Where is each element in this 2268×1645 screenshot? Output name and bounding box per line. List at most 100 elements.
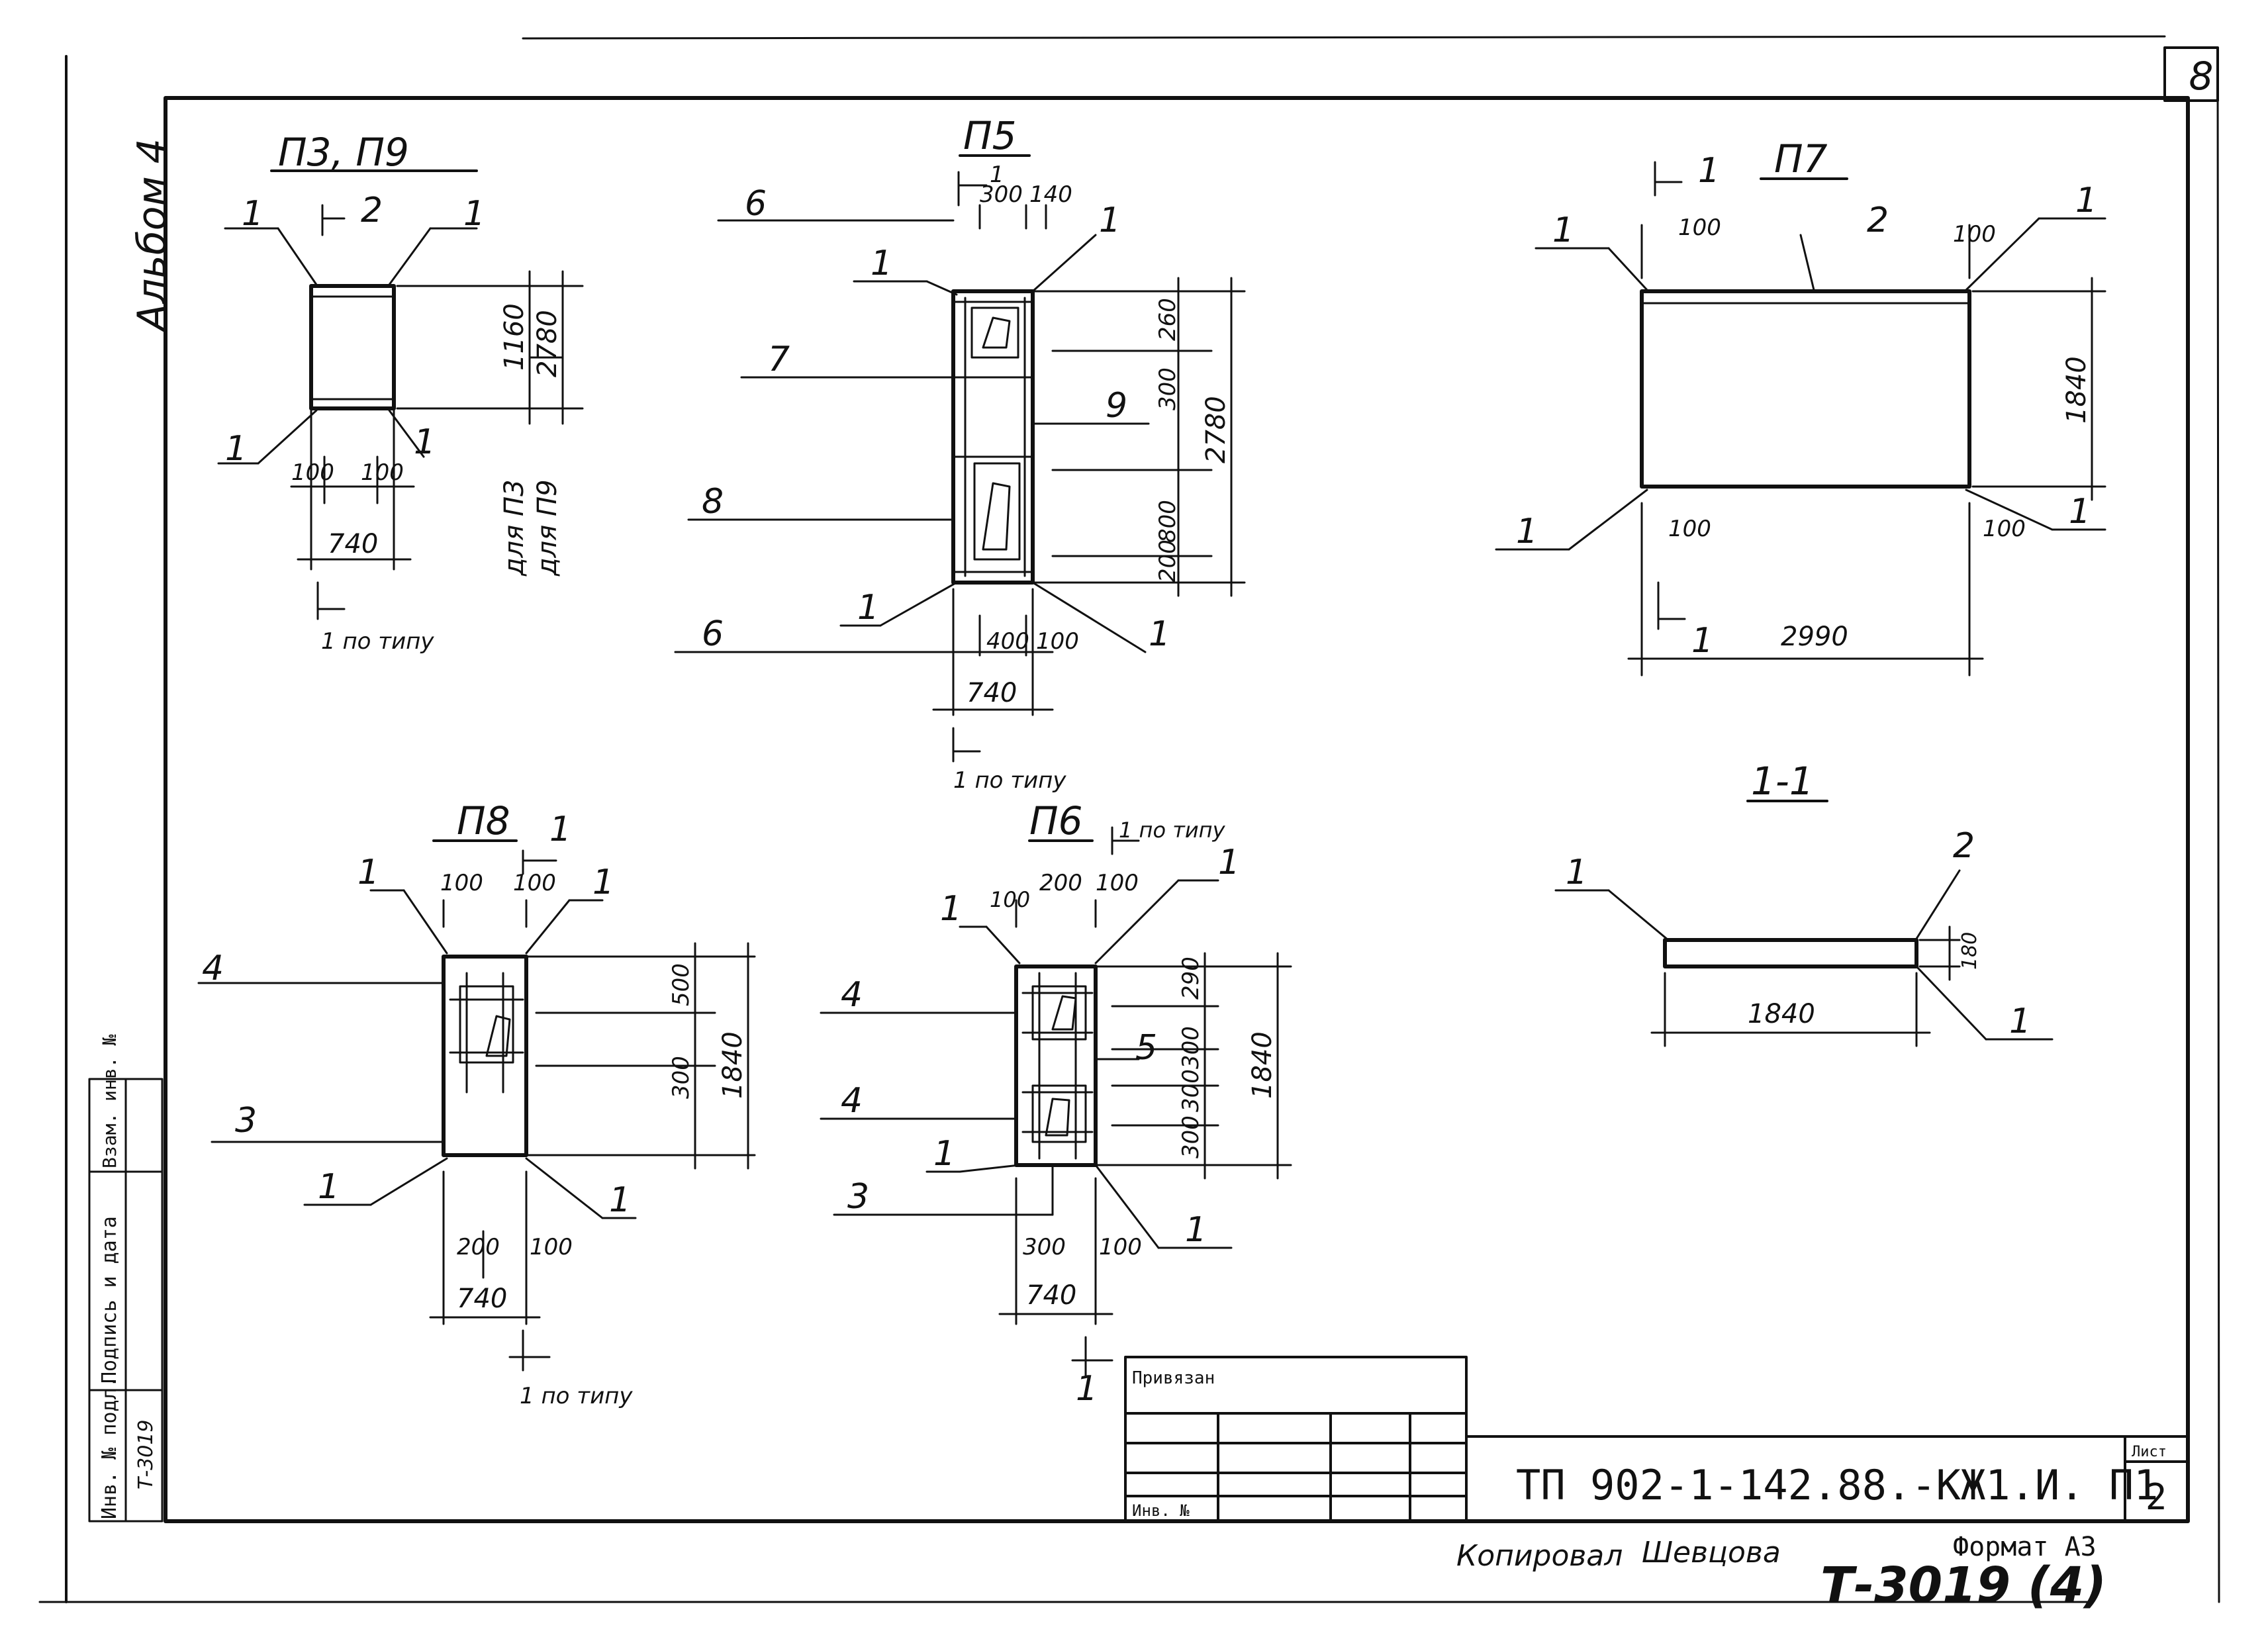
p5-mark-6-top: 6 [745, 184, 767, 224]
sec11-mark-1-left: 1 [1566, 853, 1587, 892]
p7-dim-2990: 2990 [1781, 622, 1848, 652]
p5-dim-300: 300 [1155, 367, 1181, 410]
p3p9-mark-1-left: 1 [242, 194, 263, 234]
drawing-p3-p9 [217, 169, 584, 620]
p3p9-mark-1-right: 1 [463, 194, 485, 234]
p3p9-mark-1-bl: 1 [225, 429, 247, 469]
copied-label: Копировал [1456, 1539, 1623, 1573]
p6-mark-3: 3 [847, 1177, 869, 1217]
p7-dim-100-tl: 100 [1678, 214, 1721, 241]
p3p9-dim-740: 740 [328, 529, 378, 559]
p7-mark-1-tr: 1 [2075, 181, 2097, 220]
stamp-podpis: Подпись и дата [98, 1216, 121, 1384]
p6-mark-4-bottom: 4 [841, 1081, 863, 1121]
p3p9-mark-2: 2 [361, 191, 383, 230]
p5-dim-260: 260 [1155, 298, 1181, 341]
p3p9-for-p3: для П3 [499, 479, 530, 577]
p8-mark-3: 3 [235, 1101, 257, 1141]
stamp-vzam: Взам. инв. № [99, 1035, 120, 1168]
sec11-mark-1-right: 1 [2009, 1002, 2031, 1041]
p5-mark-1-br: 1 [1149, 614, 1170, 654]
drawing-p7 [1495, 161, 2106, 677]
title-block-privyazan: Привязан [1132, 1368, 1215, 1388]
p6-mark-1-tr: 1 [1218, 843, 1240, 882]
p7-mark-1-bl: 1 [1516, 512, 1538, 551]
p5-title: П5 [963, 113, 1017, 158]
p7-dim-1840: 1840 [2061, 356, 2092, 424]
p6-dim-290: 290 [1178, 957, 1204, 1000]
p8-dim-500: 500 [668, 963, 694, 1006]
album-label: Альбом 4 [129, 138, 175, 334]
p6-dim-100-left: 100 [990, 887, 1030, 912]
p6-title: П6 [1029, 798, 1083, 843]
p8-dim-1840: 1840 [718, 1031, 748, 1099]
p6-dim-300-bottom: 300 [1023, 1234, 1066, 1260]
p8-dim-200: 200 [457, 1234, 500, 1260]
p8-mark-1-tl: 1 [357, 853, 379, 892]
p5-section: 1 по типу [953, 767, 1066, 794]
p6-dim-100-right: 100 [1096, 870, 1139, 896]
p8-dim-100-right: 100 [513, 870, 556, 896]
format-label: Формат А3 [1953, 1532, 2097, 1562]
p6-dim-300-a: 300 [1178, 1026, 1204, 1069]
p8-dim-100: 100 [530, 1234, 573, 1260]
p8-section-top: 1 [549, 810, 571, 849]
p5-mark-9: 9 [1106, 386, 1127, 426]
drawing-p6 [820, 826, 1292, 1378]
p8-mark-1-br: 1 [609, 1180, 631, 1220]
p5-section-top: 1 [990, 162, 1004, 188]
p8-dim-300: 300 [668, 1056, 694, 1099]
p6-dim-740: 740 [1026, 1280, 1076, 1311]
p6-mark-4-top: 4 [841, 975, 863, 1015]
p7-dim-100-bl: 100 [1668, 516, 1711, 542]
p8-dim-100-left: 100 [440, 870, 483, 896]
side-stamp [88, 1078, 164, 1523]
p7-section-bottom: 1 [1691, 621, 1713, 661]
p5-dim-200: 200 [1155, 540, 1181, 583]
stamp-inv-value: Т-3019 [134, 1420, 158, 1490]
p5-dim-2780: 2780 [1201, 396, 1231, 463]
p5-dim-100: 100 [1036, 628, 1079, 655]
p3p9-for-p9: для П9 [532, 479, 563, 577]
p5-dim-140: 140 [1029, 181, 1072, 208]
p5-mark-7: 7 [768, 340, 790, 379]
p6-dim-200: 200 [1039, 870, 1082, 896]
p6-mark-1-tl: 1 [940, 889, 962, 929]
p6-mark-1-bl: 1 [933, 1134, 955, 1174]
p8-title: П8 [457, 798, 510, 843]
title-block-designation: ТП 902-1-142.88.-КЖ1.И. П1 [1516, 1461, 2159, 1509]
p6-mark-5: 5 [1135, 1028, 1157, 1068]
sec11-dim-180: 180 [1958, 932, 1981, 970]
p5-dim-740: 740 [967, 678, 1017, 708]
p7-mark-1-br: 1 [2069, 492, 2091, 532]
title-block [1124, 1356, 2189, 1523]
p3p9-dim-2780: 2780 [532, 310, 563, 377]
p7-mark-1-tl: 1 [1552, 211, 1574, 250]
archive-stamp: Т-3019 (4) [1820, 1557, 2106, 1614]
p6-mark-1-br: 1 [1185, 1210, 1207, 1250]
p5-dim-800: 800 [1155, 500, 1181, 543]
p3p9-dim-100-left: 100 [291, 459, 334, 486]
title-block-list-no: 2 [2146, 1476, 2167, 1518]
p8-mark-1-tr: 1 [592, 863, 614, 902]
p3p9-dim-100-right: 100 [361, 459, 404, 486]
sec11-title: 1-1 [1751, 759, 1814, 804]
p8-mark-4: 4 [202, 949, 224, 988]
p6-dim-300-b: 300 [1178, 1069, 1204, 1112]
p3p9-dim-1160: 1160 [499, 303, 530, 371]
p5-mark-8: 8 [702, 482, 724, 522]
drawing-p8 [197, 839, 756, 1372]
stamp-inv-podl: Инв. № подл. [98, 1376, 121, 1519]
p6-section: 1 [1076, 1369, 1098, 1409]
p5-dim-300: 300 [980, 181, 1023, 208]
sec11-dim-1840: 1840 [1748, 999, 1815, 1029]
p5-mark-1-tr: 1 [1099, 201, 1121, 240]
p6-dim-1840: 1840 [1247, 1031, 1278, 1099]
p7-section-top: 1 [1698, 151, 1720, 191]
sec11-mark-2: 2 [1953, 826, 1975, 866]
drawing-p5 [674, 154, 1246, 763]
p8-mark-1-bl: 1 [318, 1167, 340, 1207]
p5-dim-400: 400 [986, 628, 1029, 655]
